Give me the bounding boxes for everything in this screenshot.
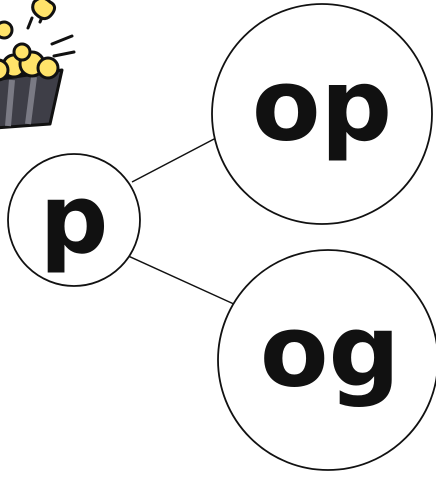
root-label: p xyxy=(40,163,109,275)
connector-line-og xyxy=(125,254,237,306)
branch-node-og: og xyxy=(217,249,436,471)
root-node: p xyxy=(7,153,141,287)
connector-line-op xyxy=(131,137,217,183)
popcorn-icon xyxy=(0,0,76,130)
branch-node-op: op xyxy=(211,3,433,225)
branch-label-op: op xyxy=(252,46,392,163)
branch-label-og: og xyxy=(260,292,400,409)
